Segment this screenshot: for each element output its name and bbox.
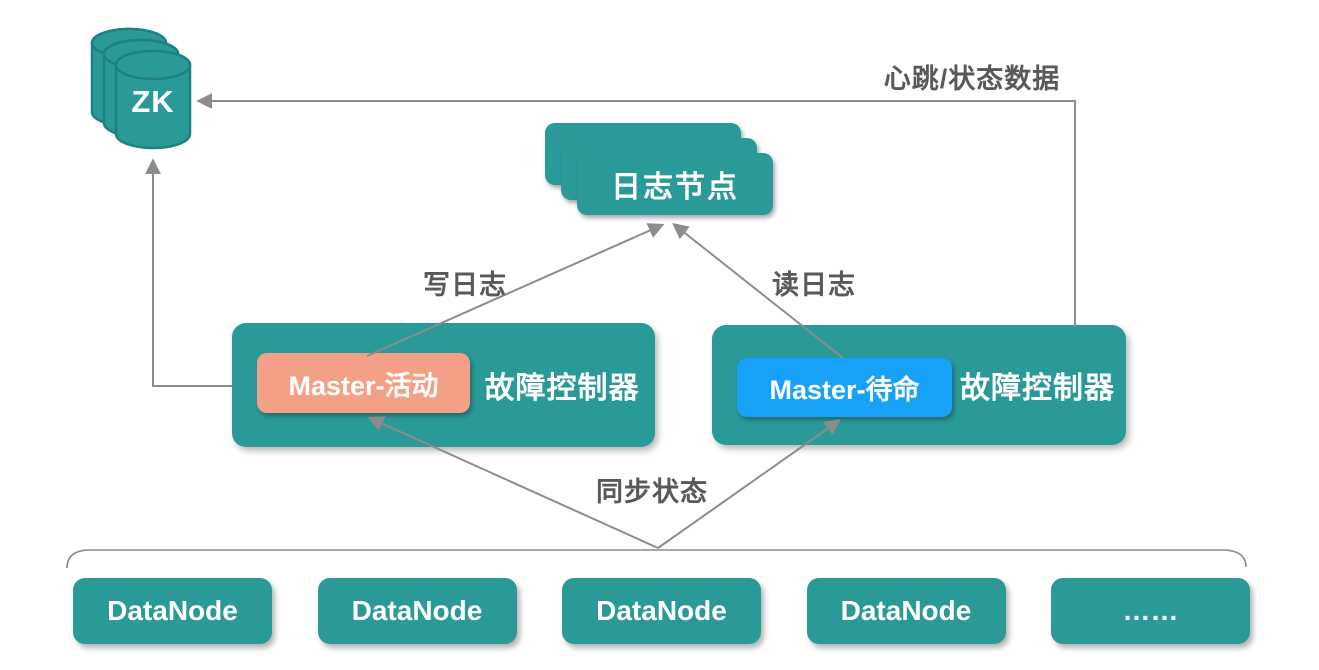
- standby-controller-label: 故障控制器: [960, 372, 1115, 405]
- standby-controller-node: Master-待命 故障控制器: [712, 325, 1126, 445]
- datanode-row: DataNode DataNode DataNode DataNode ……: [73, 578, 1250, 644]
- datanode-box: DataNode: [562, 578, 761, 644]
- journal-node-stack: 日志节点: [545, 123, 775, 219]
- datanode-box: DataNode: [73, 578, 272, 644]
- datanode-box: DataNode: [317, 578, 517, 644]
- datanode-ellipsis-box: ……: [1051, 578, 1250, 644]
- active-controller-node: Master-活动 故障控制器: [232, 323, 655, 447]
- active-master-badge: Master-活动: [257, 353, 470, 413]
- journal-node-label: 日志节点: [611, 171, 739, 204]
- journal-node-front: 日志节点: [577, 153, 773, 215]
- datanode-box: DataNode: [806, 578, 1006, 644]
- active-controller-label: 故障控制器: [484, 372, 640, 405]
- standby-master-badge: Master-待命: [737, 358, 952, 417]
